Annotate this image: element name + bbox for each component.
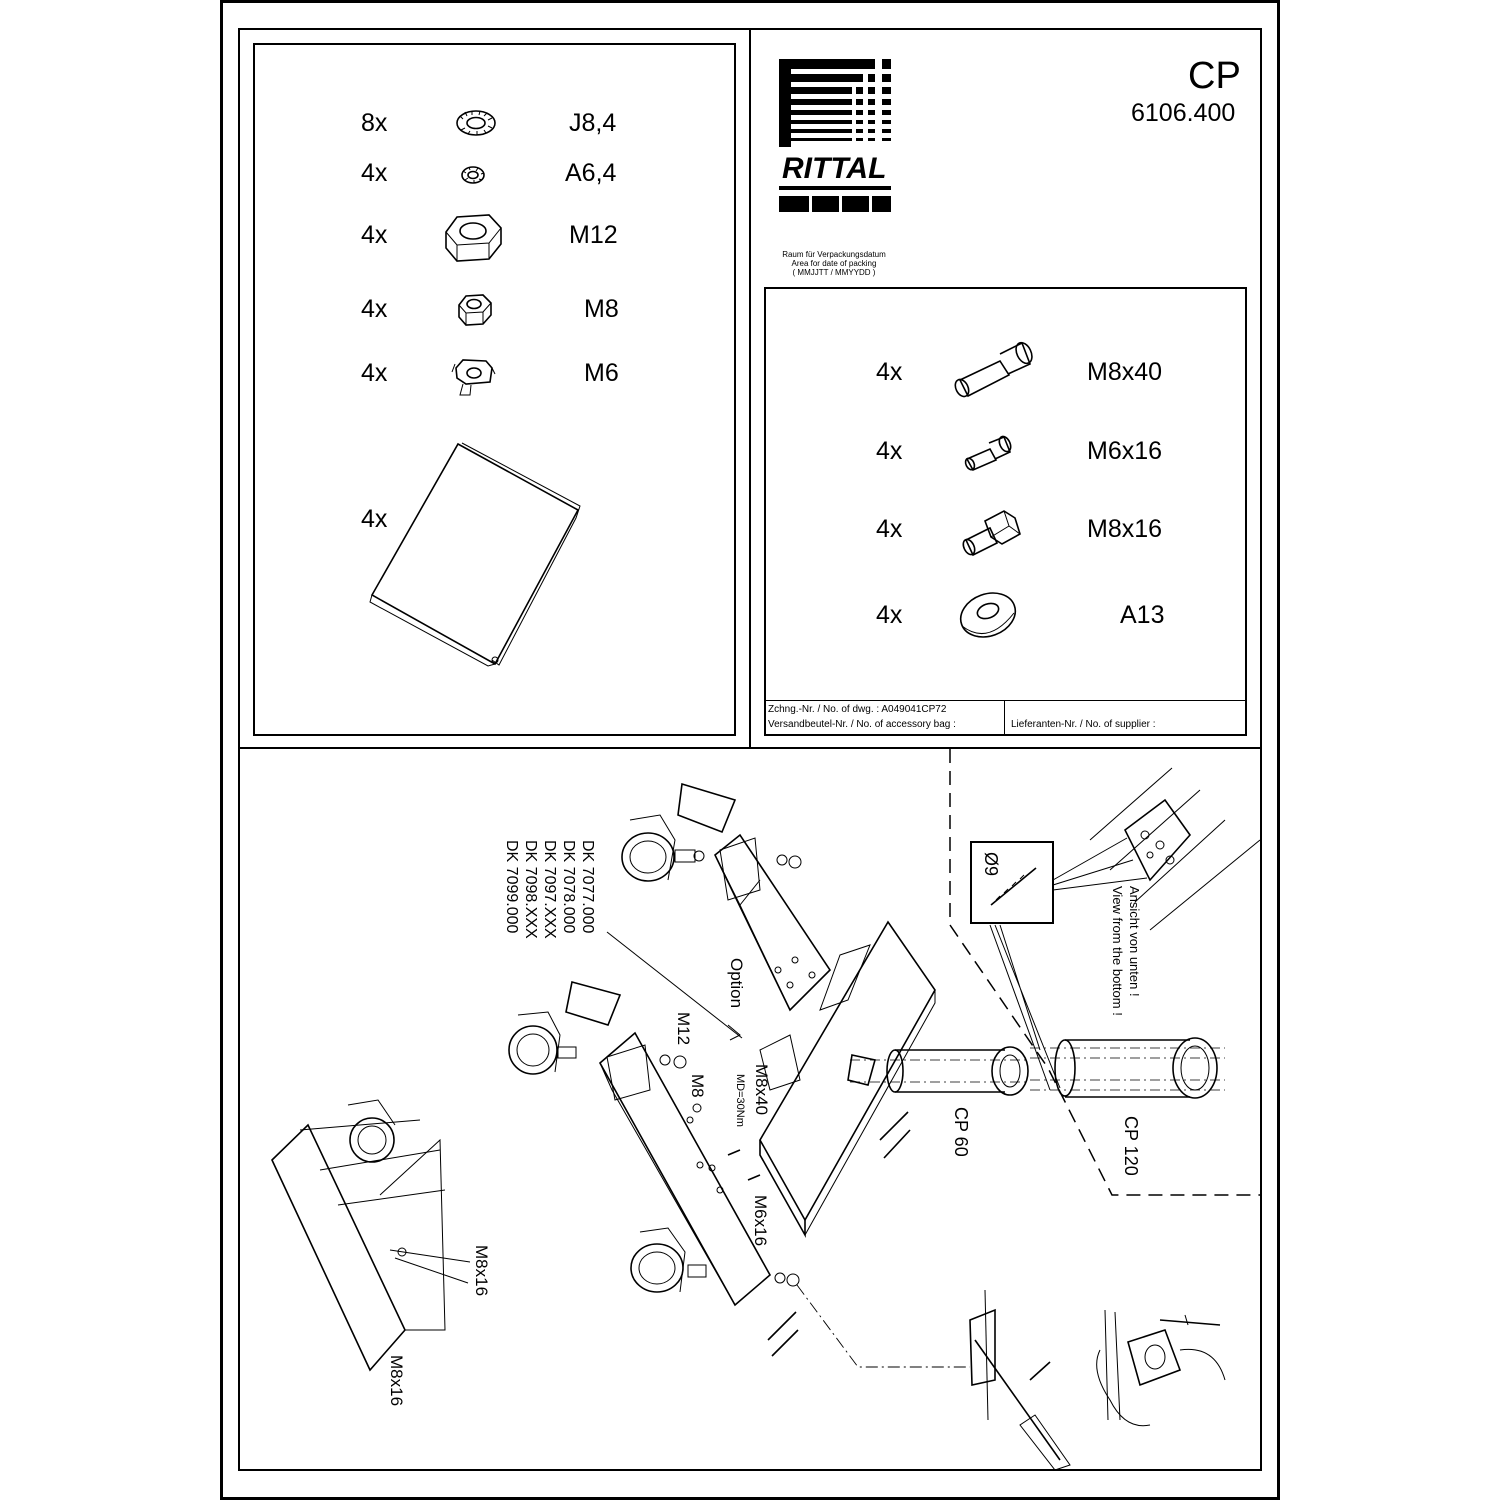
dk-model-5: DK 7099.000 [503, 840, 520, 934]
flat-washer-icon [959, 592, 1017, 638]
lower-foot-leg [598, 1031, 772, 1307]
part-qty-m12: 4x [361, 221, 388, 249]
parts-icons-layer [369, 110, 1033, 667]
article-number: 6106.400 [1131, 99, 1236, 127]
dk-model-2: DK 7078.000 [560, 840, 577, 934]
cage-nut-icon [451, 359, 496, 396]
footer-divider [764, 700, 1247, 701]
small-lock-washer-icon [461, 166, 485, 184]
lower-caster-bottom [630, 1227, 707, 1293]
upper-cover-plate [677, 782, 737, 834]
cp60-label: CP 60 [951, 1107, 971, 1157]
socket-screw-long-icon [954, 341, 1033, 398]
dk-model-list: DK 7077.000 DK 7078.000 DK 7097.XXX DK 7… [502, 840, 597, 939]
packing-date-line-en: Area for date of packing [791, 258, 877, 268]
packing-date-area: Raum für Verpackungsdatum Area for date … [764, 250, 904, 277]
part-label-m8x40: M8x40 [1087, 358, 1163, 386]
hex-bolt-icon [962, 510, 1021, 557]
part-qty-m8x16: 4x [876, 515, 903, 543]
part-qty-m6: 4x [361, 359, 388, 387]
drill-detail-box [970, 841, 1054, 924]
screwdriver-detail [969, 1289, 1071, 1471]
part-qty-m6x16: 4x [876, 437, 903, 465]
rittal-logo-text: RITTAL [782, 152, 886, 185]
part-label-m12: M12 [569, 221, 618, 249]
part-label-a64: A6,4 [565, 159, 617, 187]
packing-date-line-de: Raum für Verpackungsdatum [782, 250, 886, 259]
part-qty-j84: 8x [361, 109, 388, 137]
part-qty-cover: 4x [361, 505, 388, 533]
hand-cage-nut-detail [1096, 1309, 1226, 1427]
product-code: CP [1188, 55, 1241, 97]
supplier-number: Lieferanten-Nr. / No. of supplier : [1011, 719, 1156, 730]
horizontal-divider [238, 747, 1262, 749]
view-from-bottom-en: View from the bottom ! [1110, 886, 1125, 1016]
lower-caster-top [508, 1011, 577, 1075]
foot-plate [759, 920, 936, 1239]
drawing-number: Zchng.-Nr. / No. of dwg. : A049041CP72 [768, 704, 947, 715]
drill-bit-icon [990, 867, 1037, 906]
option-label: Option [727, 958, 746, 1009]
dk-model-1: DK 7077.000 [579, 840, 596, 934]
m12-label: M12 [674, 1012, 693, 1046]
upper-caster [621, 814, 705, 882]
torque-label: MD=30Nm [734, 1074, 746, 1127]
hex-nut-large-icon [445, 214, 502, 262]
bottom-view-frame [1089, 767, 1261, 931]
lower-cover-plate [565, 981, 622, 1026]
dk-model-4: DK 7098.XXX [522, 840, 539, 939]
part-label-m6: M6 [584, 359, 619, 387]
part-qty-a13: 4x [876, 601, 903, 629]
cp60-profile [850, 1046, 1030, 1096]
hex-nut-small-icon [458, 294, 492, 326]
side-mounted-view [271, 1099, 471, 1372]
socket-screw-short-icon [964, 435, 1012, 472]
upper-foot-leg [714, 833, 832, 1012]
part-qty-m8: 4x [361, 295, 388, 323]
right-parts-panel [764, 287, 1247, 736]
outer-frame [220, 0, 1280, 1500]
drill-diameter-label: Ø9 [981, 852, 1001, 877]
part-label-m8: M8 [584, 295, 619, 323]
part-label-m6x16: M6x16 [1087, 437, 1163, 465]
vertical-divider [749, 28, 751, 748]
m8x16-label-upper: M8x16 [472, 1245, 491, 1297]
part-qty-m8x40: 4x [876, 358, 903, 386]
view-from-bottom-de: Ansicht von unten ! [1127, 886, 1142, 997]
bottom-view-dashed-outline [949, 749, 1260, 1196]
footer-vdivider [1004, 700, 1005, 736]
left-parts-panel [253, 43, 736, 736]
drill-leader-lines [1052, 837, 1148, 891]
part-qty-a64: 4x [361, 159, 388, 187]
packing-date-line-format: ( MMJJTT / MMYYDD ) [792, 267, 876, 277]
dk-model-3: DK 7097.XXX [541, 840, 558, 939]
serrated-lock-washer-icon [456, 110, 496, 136]
part-label-j84: J8,4 [569, 109, 617, 137]
cp120-profile [1030, 1037, 1225, 1099]
part-label-m8x16: M8x16 [1087, 515, 1163, 543]
rittal-logo: RITTAL [779, 56, 905, 216]
cp120-label: CP 120 [1121, 1116, 1141, 1176]
cover-plate-icon [369, 442, 581, 667]
m8x40-label: M8x40 [752, 1064, 771, 1116]
part-label-a13: A13 [1120, 601, 1165, 629]
m8x16-label-lower: M8x16 [387, 1355, 406, 1407]
accessory-bag-number: Versandbeutel-Nr. / No. of accessory bag… [768, 719, 956, 730]
m8-label: M8 [688, 1074, 707, 1098]
m6x16-label: M6x16 [751, 1195, 770, 1247]
